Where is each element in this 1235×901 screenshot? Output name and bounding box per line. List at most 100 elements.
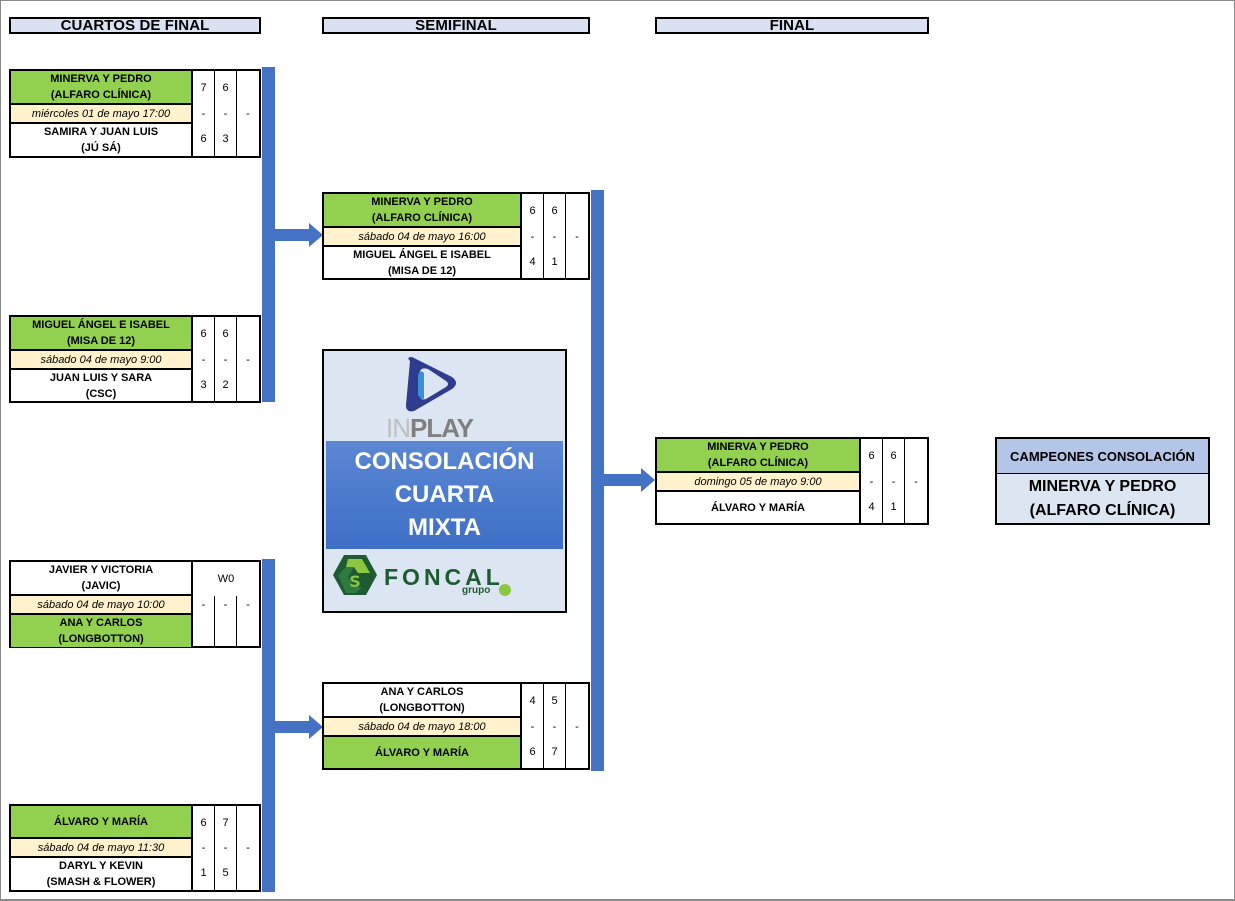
set-separator-2: - xyxy=(215,105,237,122)
connector-qf-bottom-arm xyxy=(275,721,310,733)
set-score-top-3 xyxy=(566,684,588,718)
set-score-bottom-3 xyxy=(566,245,588,279)
team-name-top: ÁLVARO Y MARÍA xyxy=(11,806,193,839)
set-separator-2: - xyxy=(544,718,566,735)
set-score-top-1: 6 xyxy=(193,317,215,351)
connector-qf-top xyxy=(262,67,275,402)
match-quarterfinal-3[interactable]: JAVIER Y VICTORIA (JAVIC) W0 sábado 04 de … xyxy=(9,560,261,648)
tournament-title-banner: CONSOLACIÓN CUARTA MIXTA xyxy=(326,441,563,549)
set-score-bottom-1: 6 xyxy=(522,735,544,768)
set-score-bottom-2: 2 xyxy=(215,368,237,402)
set-separator-1: - xyxy=(522,228,544,245)
set-score-top-1: 7 xyxy=(193,71,215,105)
set-score-bottom-2: 5 xyxy=(215,856,237,890)
set-score-bottom-2: 3 xyxy=(215,122,237,156)
banner-line-1: CONSOLACIÓN xyxy=(354,448,535,475)
set-score-top-1: 6 xyxy=(522,194,544,228)
walkover-label: W0 xyxy=(217,573,235,585)
set-score-bottom-3 xyxy=(237,368,259,402)
set-score-bottom-1: 6 xyxy=(193,122,215,156)
foncal-subtitle: grupo xyxy=(462,585,491,596)
set-score-top-3 xyxy=(237,806,259,839)
match-date: domingo 05 de mayo 9:00 xyxy=(657,473,861,490)
inplay-play-logo-icon xyxy=(406,357,456,412)
set-separator-2: - xyxy=(883,473,905,490)
set-score-top-1: 6 xyxy=(193,806,215,839)
set-separator-3: - xyxy=(575,720,579,733)
team-name-bottom: ANA Y CARLOS (LONGBOTTON) xyxy=(11,613,193,647)
set-score-top-2: 6 xyxy=(215,71,237,105)
foncal-small-dot-icon xyxy=(499,584,511,596)
tournament-logo-panel: INPLAY CONSOLACIÓN CUARTA MIXTA S FONCAL… xyxy=(322,349,567,613)
team-name-top: JAVIER Y VICTORIA (JAVIC) xyxy=(11,562,193,596)
set-separator-1: - xyxy=(193,596,215,613)
set-score-top-2: 7 xyxy=(215,806,237,839)
team-name-top: MIGUEL ÁNGEL E ISABEL (MISA DE 12) xyxy=(11,317,193,351)
match-date: sábado 04 de mayo 11:30 xyxy=(11,839,193,856)
set-score-top-2: 5 xyxy=(544,684,566,718)
round-header-quarterfinal: CUARTOS DE FINAL xyxy=(9,17,261,34)
foncal-wordmark: FONCAL xyxy=(384,564,504,590)
set-score-top-1: 4 xyxy=(522,684,544,718)
team-name-bottom: JUAN LUIS Y SARA (CSC) xyxy=(11,368,193,402)
team-name-bottom: DARYL Y KEVIN (SMASH & FLOWER) xyxy=(11,856,193,890)
set-score-bottom-1: 3 xyxy=(193,368,215,402)
match-date: sábado 04 de mayo 18:00 xyxy=(324,718,522,735)
set-score-bottom-3 xyxy=(237,122,259,156)
set-score-top-1: 6 xyxy=(861,439,883,473)
set-score-top-3 xyxy=(566,194,588,228)
team-name-bottom: SAMIRA Y JUAN LUIS (JÚ SÁ) xyxy=(11,122,193,156)
connector-qf-bottom xyxy=(262,559,275,892)
team-name-top: MINERVA Y PEDRO (ALFARO CLÍNICA) xyxy=(657,439,861,473)
set-score-top-2: 6 xyxy=(544,194,566,228)
set-score-bottom-1: 1 xyxy=(193,856,215,890)
inplay-wordmark-in: IN xyxy=(386,413,411,443)
set-score-bottom-2 xyxy=(215,613,237,647)
set-separator-1: - xyxy=(193,839,215,856)
banner-line-2: CUARTA xyxy=(394,481,495,508)
team-name-top: ANA Y CARLOS (LONGBOTTON) xyxy=(324,684,522,718)
set-separator-1: - xyxy=(193,351,215,368)
set-score-top-3 xyxy=(237,317,259,351)
set-score-bottom-3 xyxy=(905,490,927,523)
champion-name: MINERVA Y PEDRO (ALFARO CLÍNICA) xyxy=(1028,478,1177,519)
set-separator-1: - xyxy=(193,105,215,122)
set-separator-1: - xyxy=(861,473,883,490)
team-name-top: MINERVA Y PEDRO (ALFARO CLÍNICA) xyxy=(324,194,522,228)
arrow-right-icon xyxy=(309,223,323,247)
round-header-final: FINAL xyxy=(655,17,929,34)
set-score-bottom-1 xyxy=(193,613,215,647)
inplay-wordmark-play: PLAY xyxy=(410,413,474,443)
set-separator-2: - xyxy=(215,351,237,368)
team-name-bottom: MIGUEL ÁNGEL E ISABEL (MISA DE 12) xyxy=(324,245,522,279)
set-separator-3: - xyxy=(246,107,250,120)
set-score-top-3 xyxy=(905,439,927,473)
set-score-top-3 xyxy=(237,71,259,105)
team-name-bottom: ÁLVARO Y MARÍA xyxy=(657,490,861,523)
set-separator-3: - xyxy=(575,230,579,243)
svg-text:S: S xyxy=(349,572,361,591)
arrow-right-icon xyxy=(641,468,655,492)
set-separator-3: - xyxy=(246,841,250,854)
match-date: sábado 04 de mayo 10:00 xyxy=(11,596,193,613)
inplay-wordmark: INPLAY xyxy=(386,413,474,444)
connector-sf xyxy=(591,190,604,771)
connector-sf-arm xyxy=(604,474,642,486)
set-score-bottom-3 xyxy=(237,613,259,647)
connector-qf-top-arm xyxy=(275,229,310,241)
set-score-bottom-1: 4 xyxy=(522,245,544,279)
set-separator-3: - xyxy=(246,353,250,366)
banner-line-3: MIXTA xyxy=(408,514,481,541)
set-score-bottom-3 xyxy=(237,856,259,890)
team-name-top: MINERVA Y PEDRO (ALFARO CLÍNICA) xyxy=(11,71,193,105)
champion-panel: CAMPEONES CONSOLACIÓN MINERVA Y PEDRO (A… xyxy=(995,437,1210,525)
match-date: miércoles 01 de mayo 17:00 xyxy=(11,105,193,122)
set-separator-2: - xyxy=(215,839,237,856)
set-score-top-2: 6 xyxy=(883,439,905,473)
